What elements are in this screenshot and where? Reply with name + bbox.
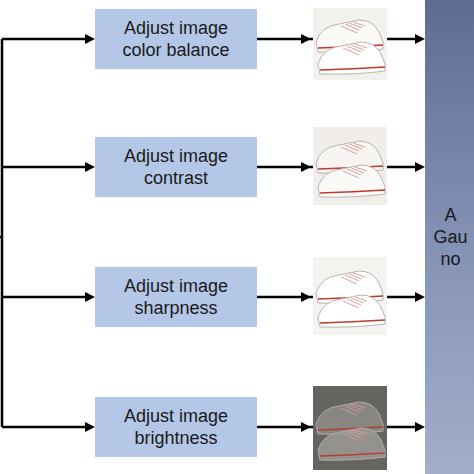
process-panel: A Gau no <box>425 0 474 474</box>
node-label: A Gau no <box>429 204 472 270</box>
node-label: Adjust image sharpness <box>107 275 245 319</box>
process-box: Adjust image contrast <box>95 137 257 197</box>
node-label: Adjust image contrast <box>107 145 245 189</box>
branch-arrowheads <box>85 34 95 432</box>
shoe-photo <box>313 386 387 470</box>
photo-arrowheads <box>301 34 311 432</box>
shoe-photo <box>313 127 387 205</box>
shoe-photo <box>313 257 387 335</box>
node-label: Adjust image color balance <box>107 17 245 61</box>
branch-lines <box>0 39 86 427</box>
shoe-photo <box>313 8 387 80</box>
process-box: Adjust image sharpness <box>95 267 257 327</box>
process-box: Adjust image color balance <box>95 9 257 69</box>
process-box: Adjust image brightness <box>95 397 257 457</box>
node-label: Adjust image brightness <box>107 405 245 449</box>
